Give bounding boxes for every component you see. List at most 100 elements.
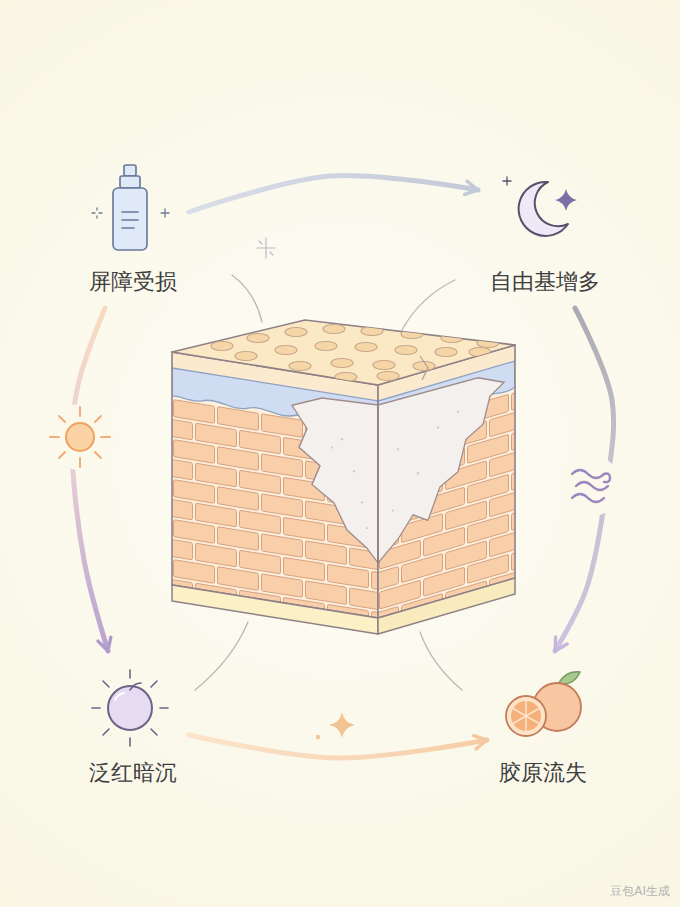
pore [441,334,463,343]
mortar [172,352,378,618]
crack-specks [331,436,368,529]
crack [292,391,378,563]
crack-specks [392,410,459,512]
apple [108,686,152,730]
brick [490,528,516,557]
orange-segments [513,701,539,731]
block-base [378,578,515,634]
sparkle [506,177,507,185]
sparkle [92,208,169,218]
text-node: 屏障受损 [81,160,185,304]
node-label: 泛红暗沉 [89,759,177,787]
rays [103,681,109,687]
brick [284,517,325,541]
node-label: 自由基增多 [490,268,600,296]
leader-line [232,275,262,322]
sparkle [503,177,511,185]
bottle-neck [120,176,140,188]
node-label: 屏障受损 [89,268,177,296]
brick [262,414,303,438]
brick [174,560,215,584]
brick [174,520,215,544]
brick [174,440,215,464]
sparkle [96,208,97,210]
moon-icon [503,177,577,236]
pore [235,352,257,361]
block-top-face [172,320,515,385]
bottle-cap [124,165,136,176]
sparkle [164,209,165,217]
serum-bottle-icon [113,165,147,250]
leader-line [195,622,248,690]
brick [328,564,369,588]
brick [240,430,281,454]
node-label: 胶原流失 [499,759,587,787]
orange-segments [513,709,539,724]
brick [306,581,347,605]
dot [316,735,320,739]
star [555,189,577,211]
leaf [558,672,580,685]
brick [174,480,215,504]
crescent [519,182,568,236]
crack [378,368,504,563]
pore [377,372,399,381]
crack-specks [366,527,368,529]
rays [95,416,101,422]
rays [151,729,157,735]
cycle-arrow [189,735,487,758]
wind-lines [572,470,610,502]
rays [79,458,81,467]
block-left-face [172,352,378,618]
pore [285,328,307,337]
brick [174,400,215,424]
pore [361,327,383,336]
wind-lines [576,482,608,490]
wind-icon [562,456,622,516]
pore [289,362,311,371]
sparkle-lines [257,238,275,258]
watermark: 豆包AI生成 [610,883,670,899]
highlight [115,693,124,700]
brick [490,488,516,517]
brick [196,503,237,527]
pore [315,342,337,351]
brick [306,541,347,565]
brick [240,550,281,574]
crack-specks [353,470,355,473]
brick [218,407,259,431]
brick [196,423,237,447]
brick [490,408,516,437]
pore [323,325,345,334]
bottle-label [122,219,138,221]
crack-specks [437,426,439,429]
rays [59,416,65,422]
sun-icon [47,404,113,470]
bottle-body [113,188,147,250]
pore [355,343,377,352]
pore [401,330,423,339]
skin-block [152,320,553,635]
brick [172,416,193,440]
sparkle-lines [257,247,275,248]
rays [50,436,59,438]
crack-specks [457,410,459,413]
sparkle [257,238,355,739]
icon-patch [562,456,622,516]
text-node: 泛红暗沉 [81,655,185,795]
face-outline [172,352,378,618]
crack-specks [341,438,343,441]
brick [240,510,281,534]
wind-lines [604,474,610,483]
orange-segments [513,709,539,724]
stem [130,683,141,690]
crack-specks [397,448,399,451]
wind-lines [572,470,604,478]
block-right-face [378,345,515,618]
fruit-icon [92,670,168,746]
leader-line [402,280,455,330]
rays [103,729,109,735]
crack-specks [331,446,333,448]
